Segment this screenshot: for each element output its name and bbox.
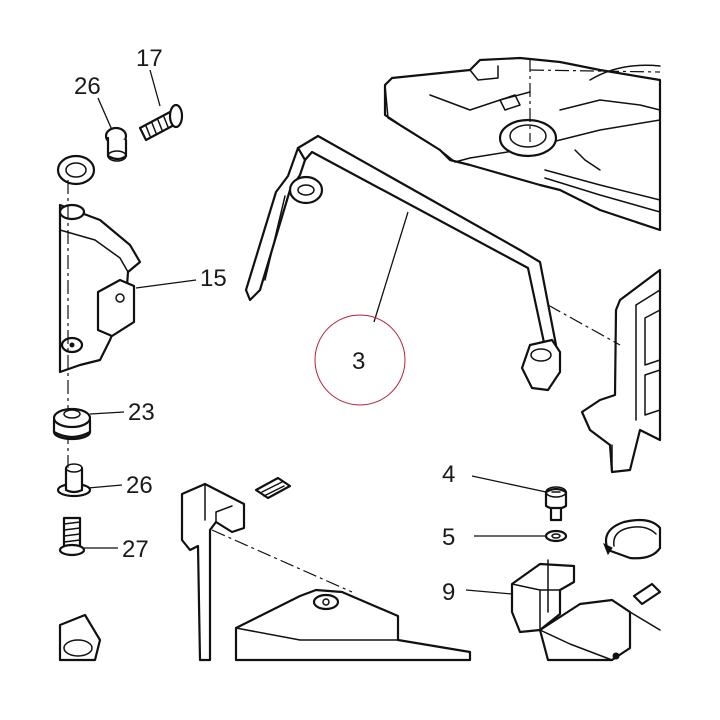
bracket-part-3: [244, 134, 621, 392]
lower-bracket: [180, 476, 353, 662]
screw-17: [138, 103, 184, 142]
label-27: 27: [122, 536, 149, 563]
bushing-26-top: [104, 126, 128, 162]
grommet-23: [52, 407, 92, 441]
left-assembly-15: [56, 154, 142, 470]
top-right-assembly: [383, 56, 662, 232]
bushing-26-bottom: [56, 463, 92, 498]
label-3: 3: [352, 348, 365, 375]
lower-box: [234, 588, 472, 662]
label-4: 4: [442, 461, 455, 488]
clip-ring: [603, 518, 662, 560]
label-23: 23: [128, 399, 155, 426]
bottom-left-part: [58, 613, 102, 662]
screw-27: [58, 516, 86, 557]
highlight-circle: [314, 314, 406, 406]
right-housing: [580, 268, 662, 474]
label-9: 9: [442, 579, 455, 606]
label-15: 15: [200, 265, 227, 292]
label-26-bottom: 26: [126, 472, 153, 499]
motor-housing: [538, 582, 662, 662]
screw-4: [544, 486, 568, 522]
leader-lines: [84, 69, 547, 595]
washer-5: [544, 529, 568, 543]
label-5: 5: [442, 524, 455, 551]
label-17: 17: [136, 45, 163, 72]
bracket-9: [510, 559, 576, 634]
label-26-top: 26: [74, 73, 101, 100]
